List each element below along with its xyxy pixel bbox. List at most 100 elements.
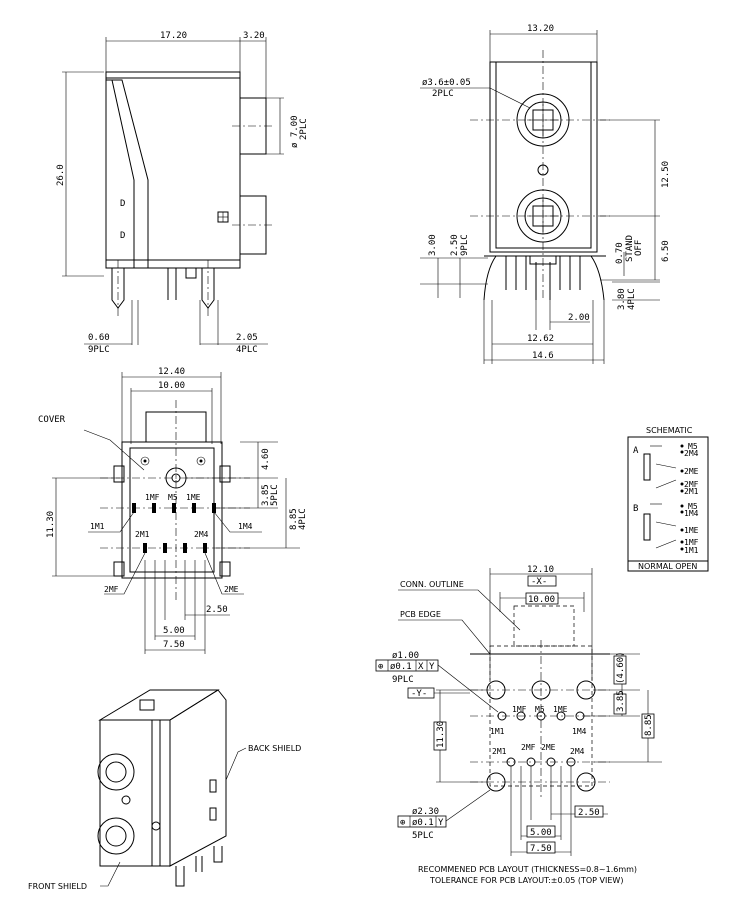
pcb-tol2-sym: ⊕ [400,818,405,828]
pcb-tol-val: ø0.1 [390,662,412,672]
bottom-dim-885: 8.85 [289,508,299,530]
bottom-view: 12.40 10.00 1MF M5 1ME 2M1 2M4 [38,367,308,654]
front-dim-standoff: 0.70 [615,242,625,264]
pcb-dim-1130: 11.30 [436,721,446,748]
front-dim-hole: ø3.6±0.05 [422,78,471,88]
pcb-tol-sym: ⊕ [378,662,383,672]
sch-a-3: 2MF [684,480,699,489]
pcb-dim-500: 5.00 [530,828,552,838]
front-dim-146: 14.6 [532,351,554,361]
front-dim-250-note: 9PLC [460,234,470,256]
sch-b-1: 1M4 [684,509,699,518]
bottom-dim-385: 3.85 [261,484,271,506]
iso-back-shield: BACK SHIELD [248,744,301,753]
bottom-pin-top-2: 1ME [186,493,201,502]
schematic-label-b: B [633,504,638,514]
front-dim-300: 3.00 [428,234,438,256]
side-dim-top: 17.20 [160,31,187,41]
pcb-tol-ref2: Y [429,662,435,672]
sch-a-1: 2M4 [684,449,699,458]
side-dim-pin2-note: 4PLC [236,345,258,355]
pcb-pin-bottom-3: 2M4 [570,747,585,756]
pcb-pin-bottom-0: 2M1 [492,747,507,756]
schematic: SCHEMATIC A B M5 2M4 2ME 2MF 2M1 M5 1M4 … [627,426,709,572]
pcb-tol-ref1: X [418,662,424,672]
pcb-conn-outline: CONN. OUTLINE [400,580,464,589]
sch-b-0: M5 [688,502,698,511]
pcb-dim-885: 8.85 [644,714,654,736]
front-dim-250: 2.50 [450,234,460,256]
bottom-pin-2m1: 2M1 [135,530,150,539]
front-dim-pitch: 12.50 [661,161,671,188]
bottom-dim-1240: 12.40 [158,367,185,377]
pcb-pin-1m1: 1M1 [490,727,505,736]
front-body [489,61,598,253]
pcb-pin-bottom-1: 2MF [521,743,536,752]
bottom-pin-2m4: 2M4 [194,530,209,539]
bottom-dim-500: 5.00 [163,626,185,636]
bottom-pin-top-1: M5 [168,493,178,502]
side-dim-dia: ø 7.00 [290,115,300,148]
pcb-ref-x: -X- [531,577,547,587]
pcb-caption-2: TOLERANCE FOR PCB LAYOUT:±0.05 (TOP VIEW… [429,876,623,885]
pcb-pin-top-0: 1MF [512,705,527,714]
bottom-dim-1130: 11.30 [46,511,56,538]
side-view: 17.20 3.20 26.0 ø 7.00 2PLC D D [56,31,309,355]
bottom-pin-top-0: 1MF [145,493,160,502]
front-dim-width: 13.20 [527,24,554,34]
schematic-footer: NORMAL OPEN [638,562,697,571]
bottom-pin-1m1: 1M1 [90,522,105,531]
bottom-dim-1000: 10.00 [158,381,185,391]
sch-a-0: M5 [688,442,698,451]
pcb-dim-1000: 10.00 [528,595,555,605]
side-dim-pin-note: 9PLC [88,345,110,355]
pcb-pin-top-1: M5 [535,705,545,714]
pcb-tol2-val: ø0.1 [412,818,434,828]
pcb-pin-1m4: 1M4 [572,727,587,736]
pcb-pin-bottom-2: 2ME [541,743,556,752]
bottom-body [121,441,223,579]
pcb-caption-1: RECOMMENED PCB LAYOUT (THICKNESS=0.8~1.6… [418,865,637,874]
pcb-dim-750: 7.50 [530,844,552,854]
sch-b-4: 1M1 [684,546,699,555]
bottom-pin-2me: 2ME [224,585,239,594]
front-standoff-note2: OFF [634,240,644,256]
schematic-title: SCHEMATIC [646,426,693,435]
pcb-dim-250: 2.50 [578,808,600,818]
bottom-dim-385-note: 5PLC [270,484,280,506]
front-standoff-note1: STAND [625,235,635,262]
sch-b-2: 1ME [684,526,699,535]
bottom-dim-460: 4.60 [261,448,271,470]
front-dim-380: 3.80 [617,288,627,310]
front-dim-1262: 12.62 [527,334,554,344]
side-mark-d1: D [120,199,125,209]
side-dim-pin: 0.60 [88,333,110,343]
iso-view: BACK SHIELD FRONT SHIELD [28,689,301,891]
pcb-hole2-dia: ø2.30 [412,807,439,817]
pcb-dim-460: (4.60) [616,651,626,684]
sch-a-2: 2ME [684,467,699,476]
bottom-pin-2mf: 2MF [104,585,119,594]
pcb-dim-1210: 12.10 [527,565,554,575]
bottom-pin-1m4: 1M4 [238,522,253,531]
schematic-label-a: A [633,446,639,456]
bottom-dim-885-note: 4PLC [298,508,308,530]
pcb-hole2-note: 5PLC [412,831,434,841]
pcb-tol2-ref: Y [438,818,444,828]
bottom-dim-750: 7.50 [163,640,185,650]
front-dim-hole-note: 2PLC [432,89,454,99]
front-dim-low: 6.50 [661,240,671,262]
side-dim-top-right: 3.20 [243,31,265,41]
pcb-ref-y: -Y- [411,689,427,699]
sch-a-4: 2M1 [684,487,699,496]
side-mark-d2: D [120,231,125,241]
bottom-cover-label: COVER [38,415,66,425]
front-dim-200: 2.00 [568,313,590,323]
side-dim-height: 26.0 [56,164,66,186]
side-dim-pin2: 2.05 [236,333,258,343]
front-view: 13.20 ø3.6±0.05 2PLC 12.50 6.50 0.70 STA… [420,24,671,364]
bottom-dim-250: 2.50 [206,605,228,615]
side-dim-dia-note: 2PLC [299,118,309,140]
sch-b-3: 1MF [684,538,699,547]
